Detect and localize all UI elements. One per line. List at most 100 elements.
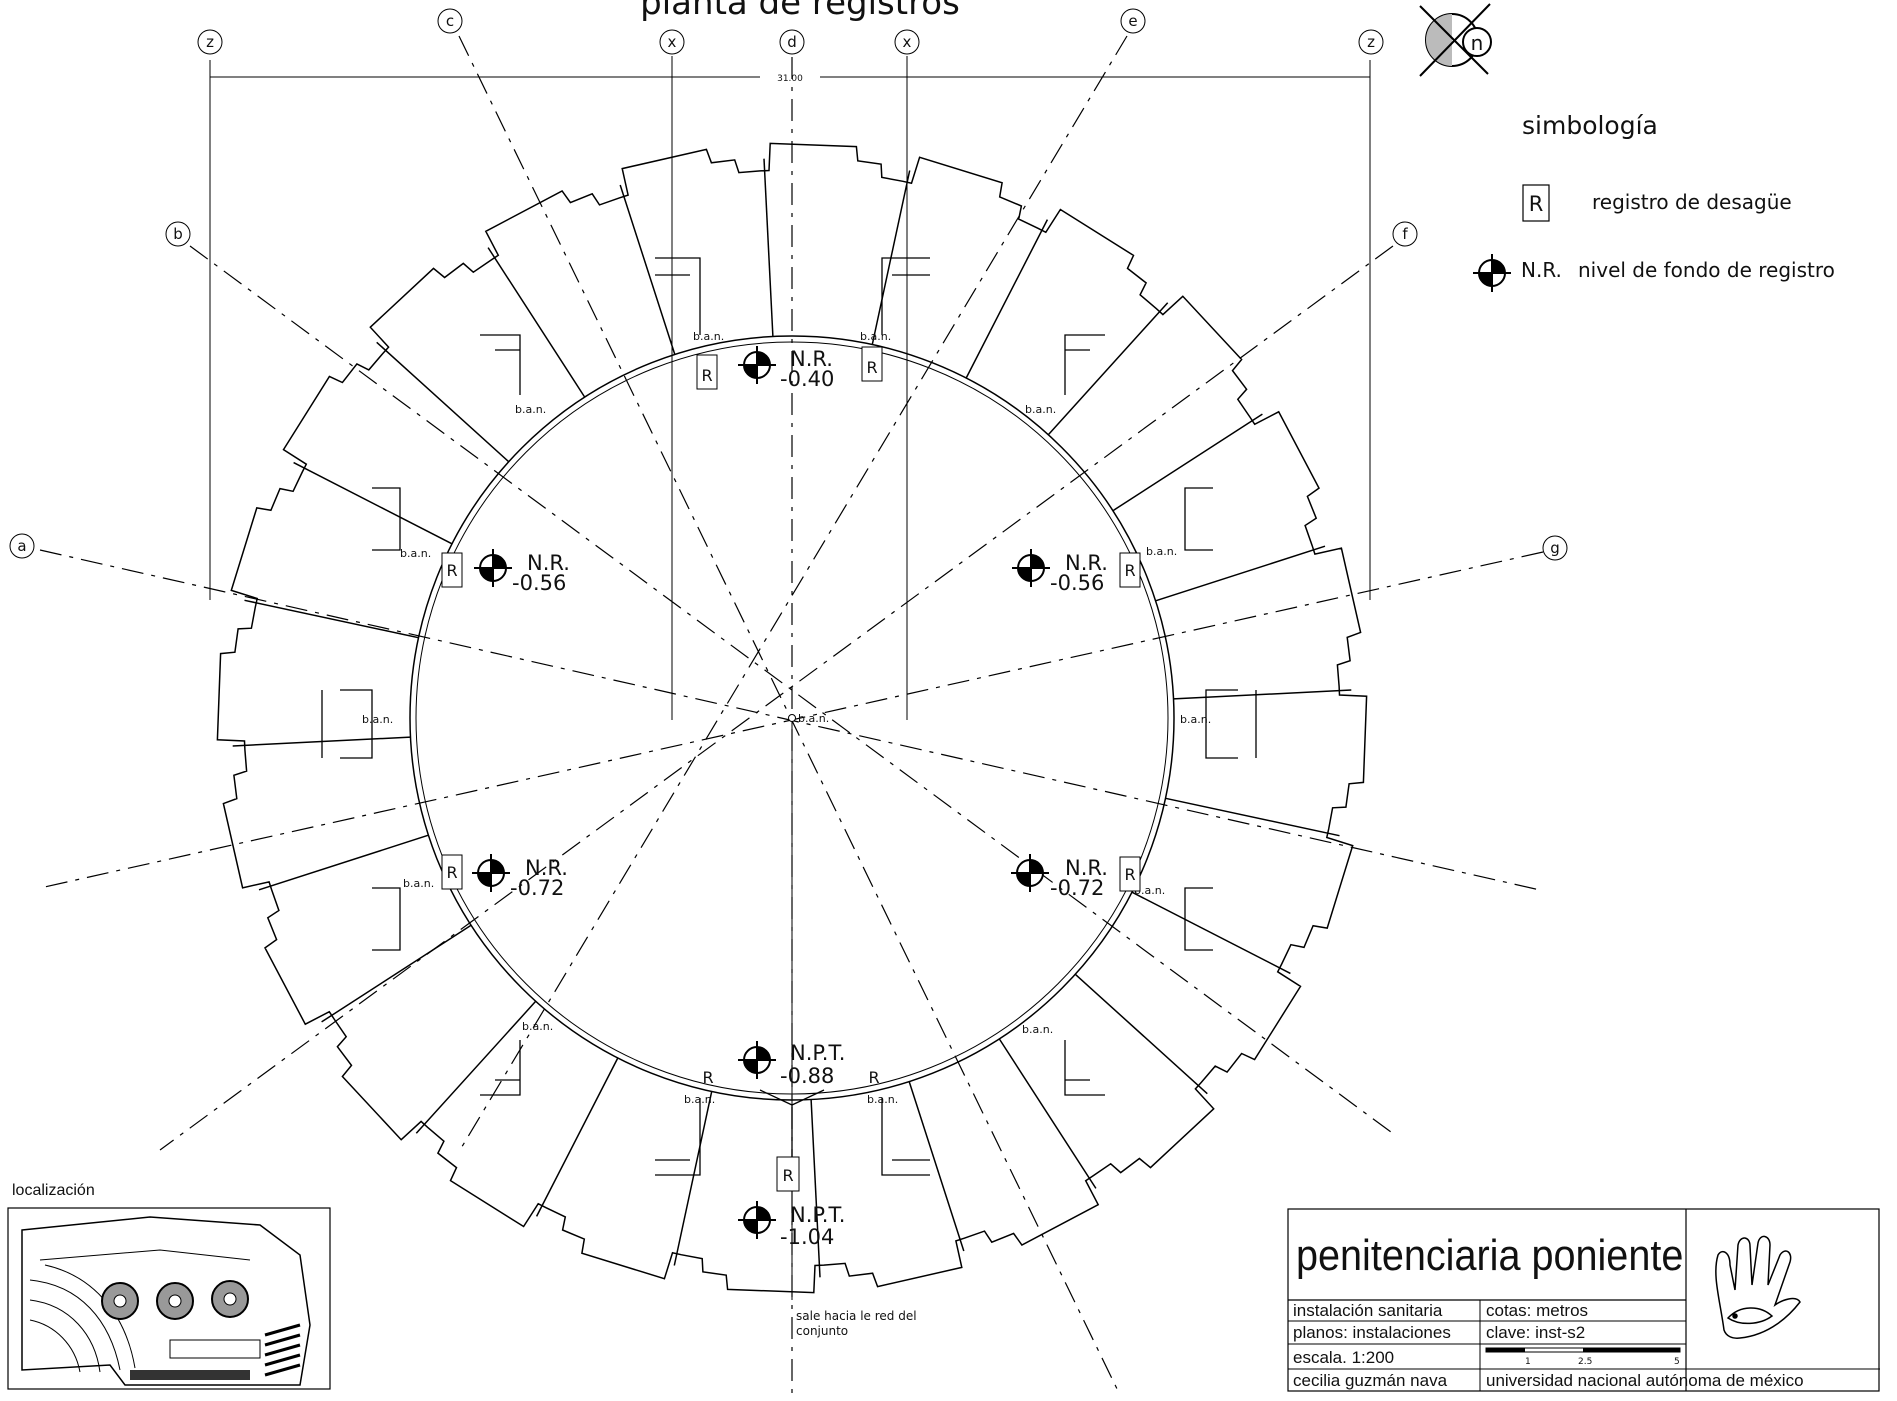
cell-wall xyxy=(998,1038,1097,1189)
nr-lr-value: -0.72 xyxy=(1050,876,1104,900)
interior-partitions xyxy=(321,257,1257,1300)
cell-wall xyxy=(1047,302,1169,436)
nr-lr-label: N.R. xyxy=(1065,856,1108,880)
cell-wall xyxy=(487,247,586,398)
ban-label: b.a.n. xyxy=(1025,403,1056,416)
graphic-scale: 1 2.5 5 xyxy=(1485,1347,1681,1367)
axis-bubbles: z c x d x e z b f a g xyxy=(9,8,1568,561)
cell-wall xyxy=(1074,973,1208,1095)
cell-wall xyxy=(1131,891,1291,975)
cell-wall xyxy=(376,341,510,463)
cell-wall xyxy=(244,599,419,639)
outlet-note-line2: conjunto xyxy=(796,1324,848,1338)
dimension-value: 31.00 xyxy=(777,74,803,84)
npt-bottom-value: -1.04 xyxy=(780,1225,834,1249)
nr-ur-label: N.R. xyxy=(1065,551,1108,575)
nr-ll-value: -0.72 xyxy=(510,876,564,900)
cell-wall xyxy=(415,1000,537,1134)
tb-row1-left: instalación sanitaria xyxy=(1293,1301,1443,1320)
ban-label: b.a.n. xyxy=(867,1093,898,1106)
axis-z-left: z xyxy=(206,33,214,51)
legend-title: simbología xyxy=(1522,111,1658,140)
ban-label: b.a.n. xyxy=(522,1020,553,1033)
nr-top-value: -0.40 xyxy=(780,367,834,391)
nr-ul-label: N.R. xyxy=(527,551,570,575)
cell-wall xyxy=(535,1057,619,1217)
axis-z-right: z xyxy=(1367,33,1375,51)
cell-wall xyxy=(321,924,472,1023)
outlet-note-line1: sale hacia le red del xyxy=(796,1309,917,1323)
ban-labels: b.a.n. b.a.n. b.a.n. b.a.n. b.a.n. b.a.n… xyxy=(362,330,1211,1106)
axis-d: d xyxy=(787,33,797,51)
cell-wall xyxy=(810,1099,821,1278)
cell-wall xyxy=(1112,413,1263,512)
axis-x-right: x xyxy=(903,33,912,51)
ban-label: b.a.n. xyxy=(693,330,724,343)
registro-r: R xyxy=(446,561,457,580)
ban-label: b.a.n. xyxy=(362,713,393,726)
legend-r-symbol: R xyxy=(1529,192,1544,216)
ring-building xyxy=(216,142,1368,1294)
nr-symbol-icon xyxy=(1472,253,1512,293)
ban-label: b.a.n. xyxy=(684,1093,715,1106)
npt-center-value: -0.88 xyxy=(780,1064,834,1088)
ban-center: b.a.n. xyxy=(798,712,829,725)
tb-row2-left: planos: instalaciones xyxy=(1293,1323,1451,1342)
cell-wall xyxy=(763,158,774,337)
north-arrow-icon: n xyxy=(1419,3,1492,77)
legend: simbología R registro de desagüe N.R. ni… xyxy=(1472,111,1835,293)
axis-c: c xyxy=(446,12,454,30)
cell-wall xyxy=(619,184,676,355)
ban-label: b.a.n. xyxy=(1022,1023,1053,1036)
axis-e: e xyxy=(1128,12,1137,30)
north-label: n xyxy=(1471,31,1484,55)
cell-wall xyxy=(965,219,1049,379)
registro-r: R xyxy=(446,863,457,882)
cell-wall xyxy=(293,461,453,545)
tb-row4-left: cecilia guzmán nava xyxy=(1293,1371,1448,1390)
registro-r: R xyxy=(701,366,712,385)
localizacion-label: localización xyxy=(12,1182,95,1199)
ban-label: b.a.n. xyxy=(1134,884,1165,897)
cell-wall xyxy=(258,834,429,891)
tb-row1-right: cotas: metros xyxy=(1486,1301,1588,1320)
ban-label: b.a.n. xyxy=(1180,713,1211,726)
registro-r: R xyxy=(1124,865,1135,884)
axis-b: b xyxy=(173,225,183,243)
nr-ul-value: -0.56 xyxy=(512,571,566,595)
nr-top-label: N.R. xyxy=(790,347,833,371)
dimension-line: 31.00 xyxy=(209,60,1371,600)
nr-ll-label: N.R. xyxy=(525,856,568,880)
ban-label: b.a.n. xyxy=(403,877,434,890)
ban-label: b.a.n. xyxy=(515,403,546,416)
cell-wall xyxy=(673,1091,713,1266)
ban-label: b.a.n. xyxy=(1146,545,1177,558)
cell-wall xyxy=(1155,545,1326,602)
university-logo-icon xyxy=(1715,1235,1801,1339)
project-title: penitenciaria poniente xyxy=(1296,1230,1683,1279)
level-markers: N.R. -0.40 N.R. -0.56 N.R. -0.56 N.R. -0… xyxy=(471,345,1108,1249)
tb-row4-right: universidad nacional autónoma de méxico xyxy=(1486,1371,1804,1390)
registro-r: R xyxy=(1124,561,1135,580)
title-block: penitenciaria poniente instalación sanit… xyxy=(1287,1208,1880,1392)
legend-nr-symbol: N.R. xyxy=(1521,258,1562,282)
registro-boxes: R R R R R R R R R xyxy=(441,346,1141,1192)
scale-tick-25: 2.5 xyxy=(1578,1357,1592,1367)
legend-r-text: registro de desagüe xyxy=(1592,190,1792,214)
cell-wall xyxy=(908,1081,965,1252)
drawing-title: planta de registros xyxy=(640,0,960,23)
registro-r: R xyxy=(702,1068,713,1087)
tb-row2-right: clave: inst-s2 xyxy=(1486,1323,1585,1342)
scale-tick-5: 5 xyxy=(1674,1357,1680,1367)
axis-x-left: x xyxy=(668,33,677,51)
tb-row3-left: escala. 1:200 xyxy=(1293,1348,1394,1367)
localizacion-inset: localización xyxy=(7,1182,331,1390)
registro-r: R xyxy=(868,1068,879,1087)
registro-r: R xyxy=(782,1166,793,1185)
npt-bottom-label: N.P.T. xyxy=(790,1203,845,1227)
ban-label: b.a.n. xyxy=(860,330,891,343)
cell-wall xyxy=(1173,689,1352,700)
nr-ur-value: -0.56 xyxy=(1050,571,1104,595)
cell-wall xyxy=(1165,797,1340,837)
axis-g: g xyxy=(1550,539,1560,557)
